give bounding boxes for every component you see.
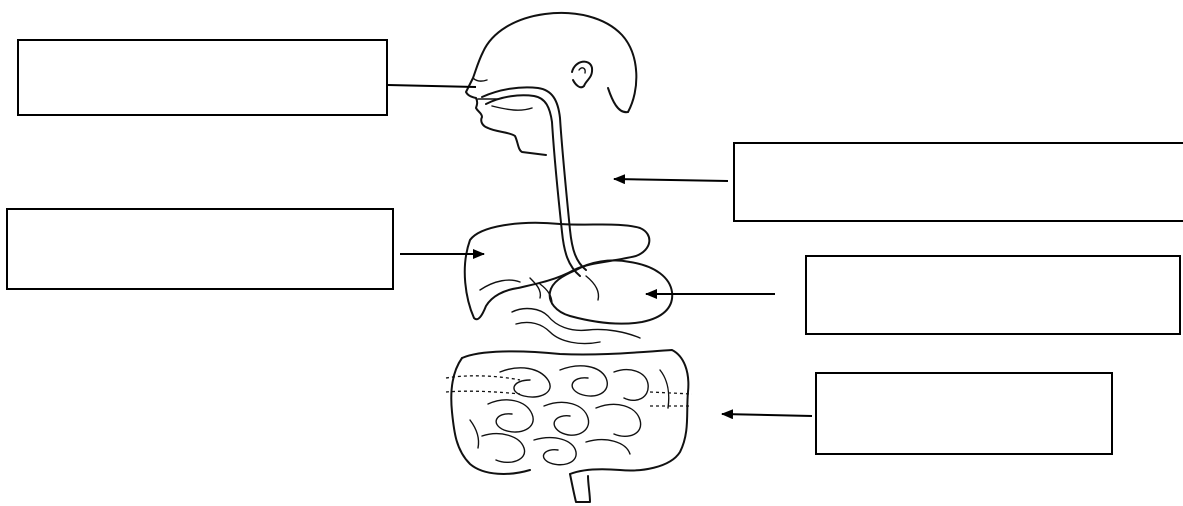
stomach <box>540 260 672 323</box>
esophagus-tube <box>482 87 586 276</box>
small-intestine <box>470 366 669 465</box>
pointer-arrow-intestine <box>722 414 812 416</box>
pointer-line-mouth <box>388 85 476 87</box>
head-outline <box>466 13 636 155</box>
duodenum <box>512 309 640 344</box>
pointer-arrow-esophagus <box>614 179 728 181</box>
rectum <box>570 474 590 502</box>
large-intestine <box>446 350 692 474</box>
liver <box>465 223 650 319</box>
